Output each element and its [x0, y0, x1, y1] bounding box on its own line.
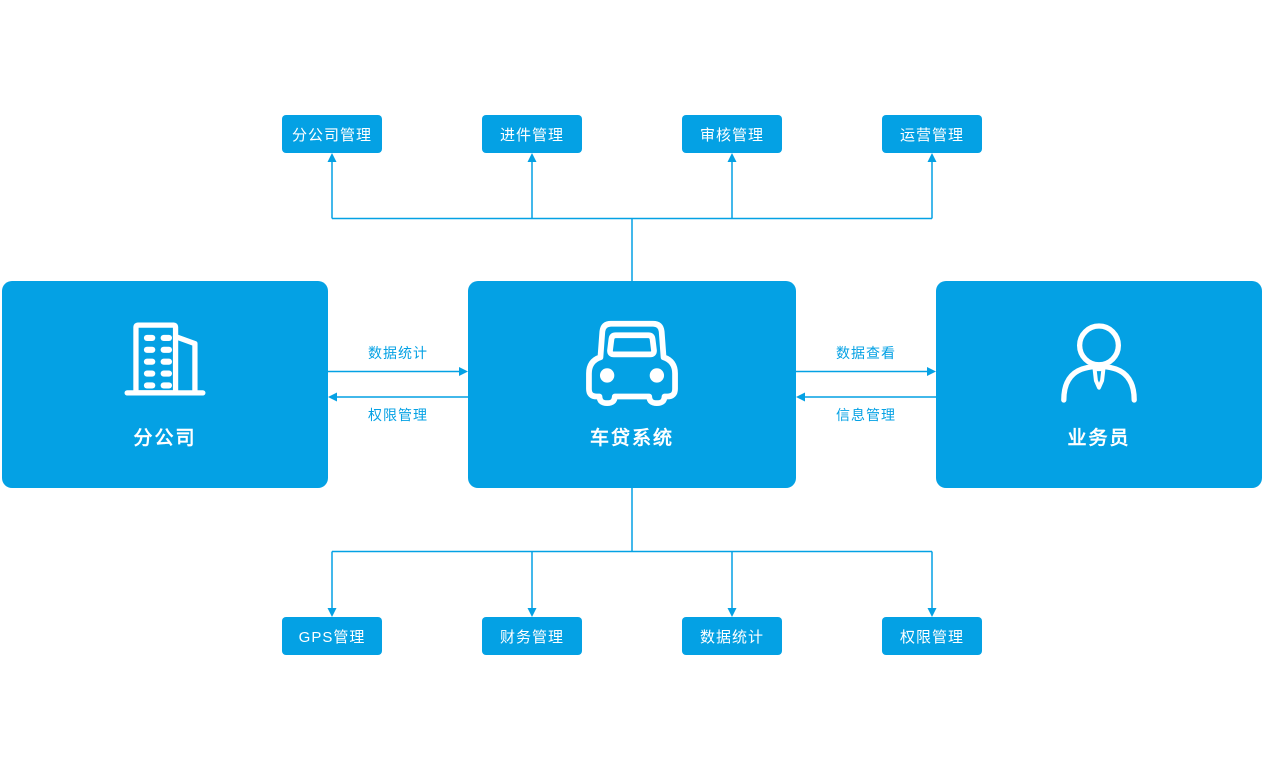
top-connector	[327, 153, 937, 281]
system-salesman-arrows	[796, 367, 936, 402]
entity-label-salesman: 业务员	[1067, 428, 1131, 449]
arrowhead-up-4	[927, 153, 937, 162]
module-permission-management[interactable]: 权限管理	[882, 617, 982, 655]
car-icon	[584, 319, 680, 407]
arrowhead-up-2	[527, 153, 537, 162]
flow-label-data-view: 数据查看	[836, 345, 896, 361]
module-audit-management[interactable]: 审核管理	[682, 115, 782, 153]
arrowhead-left-2	[796, 392, 805, 402]
entity-car-loan-system[interactable]: 车贷系统	[468, 281, 796, 488]
branch-system-arrows	[328, 367, 468, 402]
arrowhead-right-2	[927, 367, 936, 376]
arrowhead-up-3	[727, 153, 737, 162]
module-intake-management[interactable]: 进件管理	[482, 115, 582, 153]
entity-label-branch: 分公司	[133, 428, 197, 449]
arrowhead-down-2	[527, 608, 537, 617]
module-label: GPS管理	[298, 628, 366, 646]
module-label: 审核管理	[699, 126, 764, 144]
arrowhead-up-1	[327, 153, 337, 162]
arrowhead-down-4	[927, 608, 937, 617]
arrowhead-down-3	[727, 608, 737, 617]
entity-branch-company[interactable]: 分公司	[2, 281, 328, 488]
module-finance-management[interactable]: 财务管理	[482, 617, 582, 655]
module-label: 运营管理	[899, 126, 964, 144]
flow-label-data-statistics: 数据统计	[368, 345, 428, 361]
arrowhead-left-1	[328, 392, 337, 402]
bottom-connector	[327, 488, 937, 617]
person-icon	[1055, 319, 1143, 407]
module-branch-company-management[interactable]: 分公司管理	[282, 115, 382, 153]
entity-salesman[interactable]: 业务员	[936, 281, 1262, 488]
flow-label-info-management: 信息管理	[836, 407, 896, 423]
arrowhead-right-1	[459, 367, 468, 376]
module-label: 分公司管理	[291, 126, 372, 144]
entity-label-system: 车贷系统	[589, 428, 674, 449]
module-label: 财务管理	[499, 628, 564, 646]
module-gps-management[interactable]: GPS管理	[282, 617, 382, 655]
building-icon	[121, 319, 209, 407]
module-label: 权限管理	[899, 628, 964, 646]
flow-label-permission-management: 权限管理	[368, 407, 428, 423]
module-operations-management[interactable]: 运营管理	[882, 115, 982, 153]
arrowhead-down-1	[327, 608, 337, 617]
module-label: 数据统计	[699, 628, 764, 646]
module-label: 进件管理	[499, 126, 564, 144]
module-data-statistics[interactable]: 数据统计	[682, 617, 782, 655]
